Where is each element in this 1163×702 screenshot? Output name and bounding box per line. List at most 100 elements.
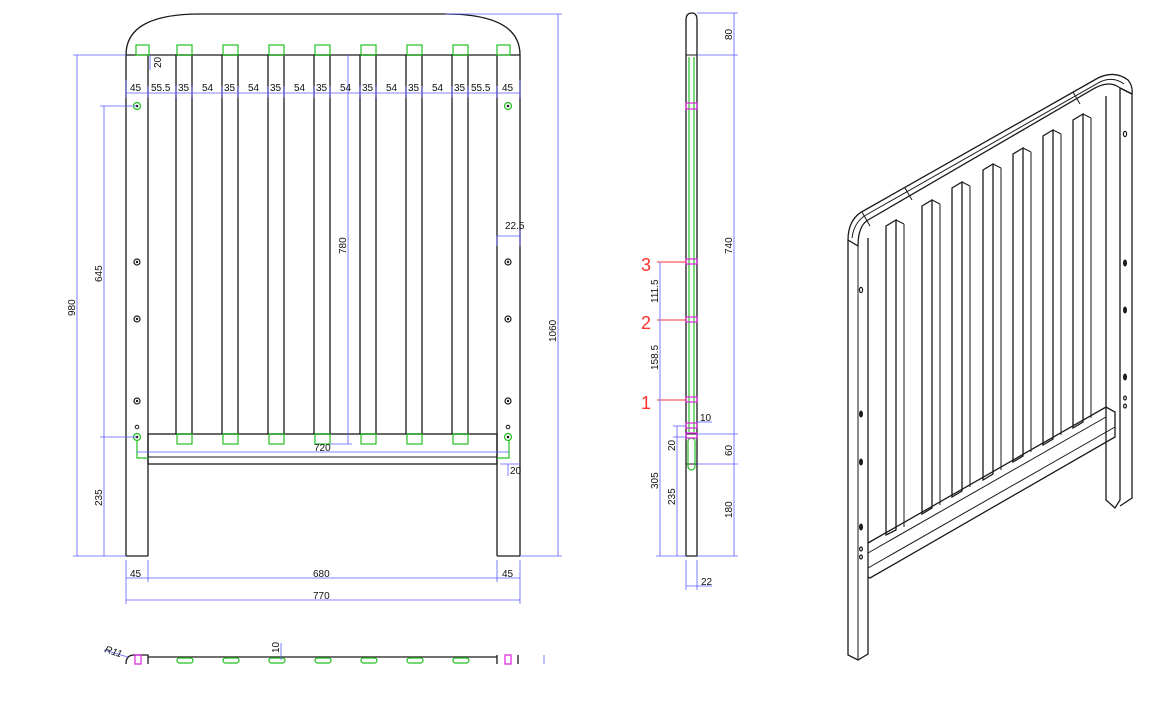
hole-icon xyxy=(506,260,510,264)
hole-icon xyxy=(503,101,513,111)
dim-label-rail-height: 20 xyxy=(510,466,522,477)
hole-icon xyxy=(1122,130,1128,138)
dim-label-leg-height: 235 xyxy=(94,489,105,506)
slot-mark xyxy=(687,437,696,471)
dim-label: 55.5 xyxy=(471,83,491,94)
hole-icon xyxy=(1122,403,1127,409)
hole-icon xyxy=(859,410,863,418)
dim-label-top-gap: 20 xyxy=(153,56,164,68)
slat xyxy=(267,54,285,435)
hole-icon xyxy=(858,546,863,552)
plan-left-end xyxy=(125,654,149,665)
dowel-mark xyxy=(685,432,698,439)
slot-mark xyxy=(135,44,150,56)
dim-label: 35 xyxy=(178,83,190,94)
slot-mark xyxy=(314,44,331,56)
dim-label: 54 xyxy=(294,83,306,94)
iso-top-rail-joint xyxy=(861,211,871,227)
side-post-outline xyxy=(685,12,698,557)
hole-icon xyxy=(135,260,139,264)
hole-icon xyxy=(133,258,141,266)
iso-slat xyxy=(1012,146,1024,464)
hole-icon xyxy=(506,317,510,321)
dim-label-gap: 20 xyxy=(667,439,678,451)
dim-label-slat-height: 780 xyxy=(338,237,349,254)
dim-label-hole-span: 645 xyxy=(94,265,105,282)
slats xyxy=(175,54,469,435)
dim-label-lower-b: 235 xyxy=(667,488,678,505)
dim-label: 35 xyxy=(454,83,466,94)
slot-mark xyxy=(176,44,193,56)
iso-bottom-rail-edge xyxy=(867,426,1116,569)
iso-right-post-side xyxy=(1119,87,1133,507)
dim-label: 54 xyxy=(202,83,214,94)
bottom-slot-marks xyxy=(136,433,510,459)
slot-mark xyxy=(176,433,193,445)
dim-label: 54 xyxy=(386,83,398,94)
slot-mark xyxy=(136,440,148,459)
dim-label-2-to-1: 158.5 xyxy=(650,345,661,370)
slot-mark xyxy=(222,657,240,664)
dowel-mark xyxy=(504,654,512,665)
dim-label-between-legs: 680 xyxy=(313,569,330,580)
hole-icon xyxy=(858,554,863,560)
dim-label-rail: 60 xyxy=(724,444,735,456)
dim-label-leg-base: 180 xyxy=(724,501,735,518)
iso-slat xyxy=(885,218,897,537)
dim-label: 35 xyxy=(408,83,420,94)
dim-label-slat-zone: 740 xyxy=(724,237,735,254)
dim-label: 54 xyxy=(432,83,444,94)
hole-icon xyxy=(135,399,139,403)
slot-mark xyxy=(360,44,377,56)
slot-mark xyxy=(452,657,470,664)
dowel-mark xyxy=(685,396,698,403)
dim-label: 35 xyxy=(224,83,236,94)
dowel-mark xyxy=(685,316,698,323)
iso-top-rail xyxy=(847,73,1133,248)
dim-label-lower-a: 305 xyxy=(650,472,661,489)
slot-mark xyxy=(452,433,469,445)
dim-label: 35 xyxy=(362,83,374,94)
position-marker-2: 2 xyxy=(641,313,651,333)
slot-mark xyxy=(314,433,331,445)
iso-top-rail-edge xyxy=(851,78,1125,239)
dim-label-leg-right: 45 xyxy=(502,569,514,580)
dim-label: 35 xyxy=(316,83,328,94)
slat xyxy=(359,54,377,435)
iso-bottom-rail xyxy=(867,406,1116,579)
dim-label-small: 10 xyxy=(700,413,712,424)
slat xyxy=(175,54,193,435)
dim-label: 45 xyxy=(130,83,142,94)
slot-mark xyxy=(314,657,332,664)
plan-slot-label: 10 xyxy=(271,641,282,653)
front-view: 45 55.5 35 54 35 54 35 54 35 54 35 54 35… xyxy=(67,13,562,604)
hole-icon xyxy=(1123,259,1127,267)
hole-icon xyxy=(505,424,511,430)
hole-icon xyxy=(1123,373,1127,381)
slat xyxy=(405,54,423,435)
position-marker-1: 1 xyxy=(641,393,651,413)
dim-label-upper-height: 980 xyxy=(67,299,78,316)
dowel-mark xyxy=(685,102,698,110)
hole-icon xyxy=(506,435,510,439)
slat xyxy=(451,54,469,435)
hole-icon xyxy=(506,399,510,403)
front-dimension-labels: 45 55.5 35 54 35 54 35 54 35 54 35 54 35… xyxy=(67,56,559,602)
side-dimension-labels: 80 740 60 180 111.5 158.5 305 235 20 10 … xyxy=(650,28,735,588)
hole-icon xyxy=(503,432,513,442)
slot-mark xyxy=(268,657,286,664)
dim-label-top-height: 80 xyxy=(724,28,735,40)
slot-mark xyxy=(222,44,239,56)
side-view: 3 2 1 80 740 60 180 111.5 158. xyxy=(641,12,738,590)
hole-icon xyxy=(1123,306,1127,314)
slot-mark xyxy=(452,44,469,56)
hole-icon xyxy=(1122,395,1127,401)
hole-icon xyxy=(134,424,140,430)
iso-holes xyxy=(858,130,1128,560)
isometric-view xyxy=(847,73,1133,661)
hole-icon xyxy=(506,104,510,108)
dim-label: 54 xyxy=(340,83,352,94)
plan-view: R11 10 xyxy=(103,641,545,665)
iso-slats xyxy=(885,112,1092,537)
